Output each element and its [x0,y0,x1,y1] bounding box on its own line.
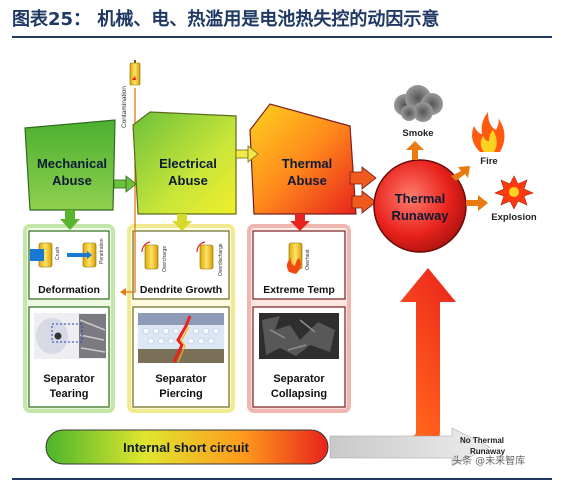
overcharge-icon: Overcharge [141,241,168,272]
electrical-abuse-block [132,111,237,215]
svg-text:Overheat: Overheat [305,249,311,270]
mech-to-elec-arrow [113,175,137,193]
extreme-temp-box [252,230,346,300]
overheat-icon: Overheat [286,242,311,274]
separator-collapsing-label-2: Collapsing [271,388,327,400]
explosion-label: Explosion [491,212,537,223]
fire-icon [472,112,505,152]
svg-text:Penetration: Penetration [99,238,105,264]
internal-short-label: Internal short circuit [123,440,249,455]
no-runaway-label-1: No Thermal [460,436,504,445]
explosion-icon [494,175,534,210]
title-rule [12,36,552,38]
no-runaway-arrow [329,427,491,467]
thermal-down-arrow [290,214,310,231]
thermal-to-runaway-arrows [349,166,377,214]
svg-text:Overcharge: Overcharge [162,246,168,272]
collapsing-image [259,313,339,359]
elec-to-thermal-arrow [235,145,259,163]
electrical-label-1: Electrical [159,156,217,171]
mechanical-abuse-block [24,119,116,211]
electrical-label-2: Abuse [168,173,208,188]
separator-tearing-label-1: Separator [43,373,95,385]
penetration-icon: Penetration [67,238,105,268]
svg-text:Crush: Crush [55,246,61,260]
separator-tearing-label-2: Tearing [50,388,89,400]
overdischarge-icon: Overdischarge [196,241,224,276]
mechanical-label-2: Abuse [52,173,92,188]
bottom-rule [12,478,552,480]
contamination-battery-icon [129,60,141,86]
mechanical-label-1: Mechanical [37,156,107,171]
svg-text:Overdischarge: Overdischarge [218,243,224,276]
fire-label: Fire [480,156,497,167]
thermal-label-1: Thermal [282,156,333,171]
no-runaway-label-2: Runaway [470,447,506,456]
to-fire-arrow [451,166,470,181]
piercing-image [138,313,224,363]
separator-collapsing-label-1: Separator [273,373,325,385]
to-smoke-arrow [406,141,424,160]
thermal-label-2: Abuse [287,173,327,188]
thermal-abuse-block [249,103,357,215]
watermark: 头条 @未来智库 [452,454,525,467]
separator-piercing-label-1: Separator [155,373,207,385]
tearing-image [34,313,106,359]
separator-piercing-label-2: Piercing [159,388,202,400]
elec-down-arrow [172,214,192,231]
extreme-temp-label: Extreme Temp [263,284,335,296]
dendrite-label: Dendrite Growth [140,284,222,296]
internal-short-bar [45,429,329,465]
escalation-arrow [335,268,456,458]
runaway-label-1: Thermal [395,191,446,206]
contamination-label: Contamination [121,86,128,128]
deformation-label: Deformation [38,284,100,296]
to-explosion-arrow [466,195,488,211]
figure-title: 图表25： 机械、电、热滥用是电池热失控的动因示意 [12,9,440,30]
mech-down-arrow [60,210,80,230]
runaway-label-2: Runaway [391,208,449,223]
smoke-icon [394,85,443,122]
smoke-label: Smoke [402,128,433,139]
thermal-runaway-circle [373,159,467,253]
crush-icon: Crush [30,242,61,268]
